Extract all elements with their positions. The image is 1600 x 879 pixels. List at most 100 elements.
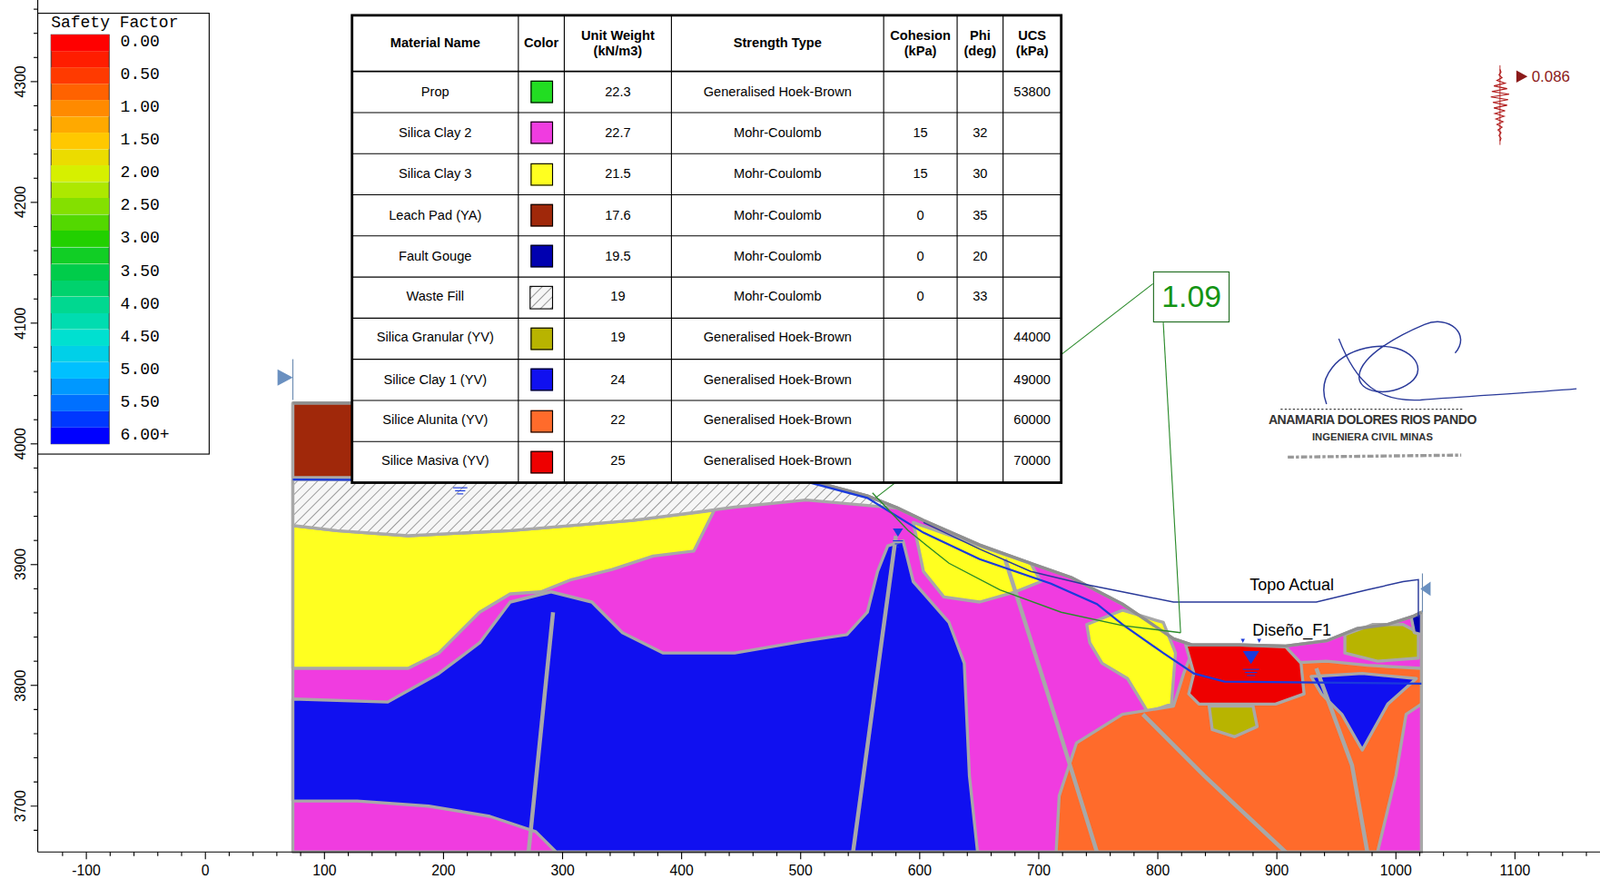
material-name: Silica Clay 3 [352, 153, 519, 195]
axis-tick [30, 805, 39, 807]
axis-tick [33, 757, 38, 759]
axis-tick [33, 829, 38, 831]
material-swatch [530, 121, 554, 145]
axis-tick [324, 851, 326, 860]
axis-label: 1000 [1380, 861, 1413, 879]
legend-label: 4.00 [120, 295, 160, 315]
material-swatch [530, 368, 554, 392]
legend-swatch [50, 362, 109, 379]
axis-tick [942, 851, 944, 856]
legend-swatch [50, 99, 109, 117]
axis-tick [823, 851, 825, 856]
axis-tick [33, 709, 38, 711]
axis-tick [30, 684, 39, 686]
table-cell: 22 [563, 400, 672, 442]
legend-band [50, 116, 109, 133]
rock-unit [293, 479, 899, 536]
legend-label: 3.00 [120, 229, 160, 249]
axis-tick [1419, 851, 1421, 856]
rock-unit [913, 522, 1041, 603]
material-swatch [530, 163, 554, 187]
legend-label: 0.50 [120, 66, 160, 86]
legend-label: 6.00+ [120, 425, 170, 445]
legend-band [50, 148, 109, 166]
table-cell: 70000 [1003, 441, 1062, 483]
legend-band [50, 411, 109, 428]
legend-label: 1.00 [120, 98, 160, 119]
axis-tick [633, 851, 635, 856]
axis-tick [967, 851, 968, 856]
table-cell: Mohr-Coulomb [671, 153, 884, 195]
safety-legend [38, 13, 210, 455]
signature [1338, 338, 1577, 401]
material-name: Silice Masiva (YV) [352, 441, 519, 483]
legend-label: 5.00 [120, 360, 160, 380]
table-rule [352, 276, 1062, 278]
axis-tick [30, 563, 39, 565]
axis-tick [395, 851, 396, 856]
table-rule [352, 235, 1062, 237]
table-cell: 60000 [1003, 400, 1062, 442]
material-table [352, 15, 1062, 484]
axis-tick [33, 491, 38, 493]
axis-tick [33, 177, 38, 179]
table-cell: 19 [563, 317, 672, 359]
topo-line [923, 522, 1419, 618]
axis-tick [347, 851, 349, 856]
water-table [293, 479, 1423, 684]
table-rule [563, 15, 565, 484]
axis-tick [848, 851, 850, 856]
legend-label: 2.50 [120, 197, 160, 217]
axis-tick [1466, 851, 1468, 856]
axis-label: 4100 [11, 306, 29, 339]
table-cell: 33 [957, 276, 1004, 318]
axis-tick [33, 9, 38, 10]
axis-tick [228, 851, 230, 856]
axis-tick [33, 419, 38, 421]
legend-band [50, 181, 109, 198]
axis-tick [1395, 851, 1397, 860]
axis-tick [33, 226, 38, 228]
safety-factor-value: 1.09 [1161, 279, 1223, 314]
axis-label: 4200 [11, 186, 29, 218]
signature-line [1280, 408, 1464, 410]
table-rule [956, 15, 958, 484]
legend-swatch [50, 296, 109, 314]
seismic-arrow [1516, 70, 1528, 83]
legend-label: 5.50 [120, 393, 160, 413]
axis-label: 4300 [11, 65, 29, 98]
legend-band [50, 378, 109, 396]
axis-tick [33, 467, 38, 469]
material-name: Fault Gouge [352, 236, 519, 277]
axis-tick [1538, 851, 1540, 856]
axis-tick [33, 153, 38, 155]
legend-band-frame [50, 34, 109, 445]
material-swatch [530, 451, 554, 475]
axis-tick [33, 370, 38, 372]
fault-line [1143, 714, 1286, 853]
axis-label: 4000 [11, 427, 29, 460]
table-cell: 22.7 [563, 112, 672, 154]
table-cell: 22.3 [563, 71, 672, 113]
axis-tick [871, 851, 873, 856]
legend-swatch [50, 34, 109, 51]
water-marker [1240, 638, 1245, 642]
table-header: Cohesion (kPa) [883, 15, 958, 72]
axis-label: 1100 [1499, 861, 1531, 879]
legend-band [50, 345, 109, 363]
legend-swatch [50, 67, 109, 84]
axis-tick [1491, 851, 1492, 856]
table-header: Color [518, 15, 565, 72]
axis-tick [33, 588, 38, 590]
table-rule [517, 15, 519, 484]
table-cell: 30 [957, 153, 1004, 195]
table-header: UCS (kPa) [1003, 15, 1062, 72]
table-background [352, 15, 1062, 484]
axis-tick [33, 515, 38, 517]
fault-line [528, 612, 554, 852]
axis-tick [252, 851, 254, 856]
axis-tick [490, 851, 492, 856]
axis-tick [1561, 851, 1563, 856]
table-cell: 20 [957, 236, 1004, 277]
axis-tick [1133, 851, 1135, 856]
